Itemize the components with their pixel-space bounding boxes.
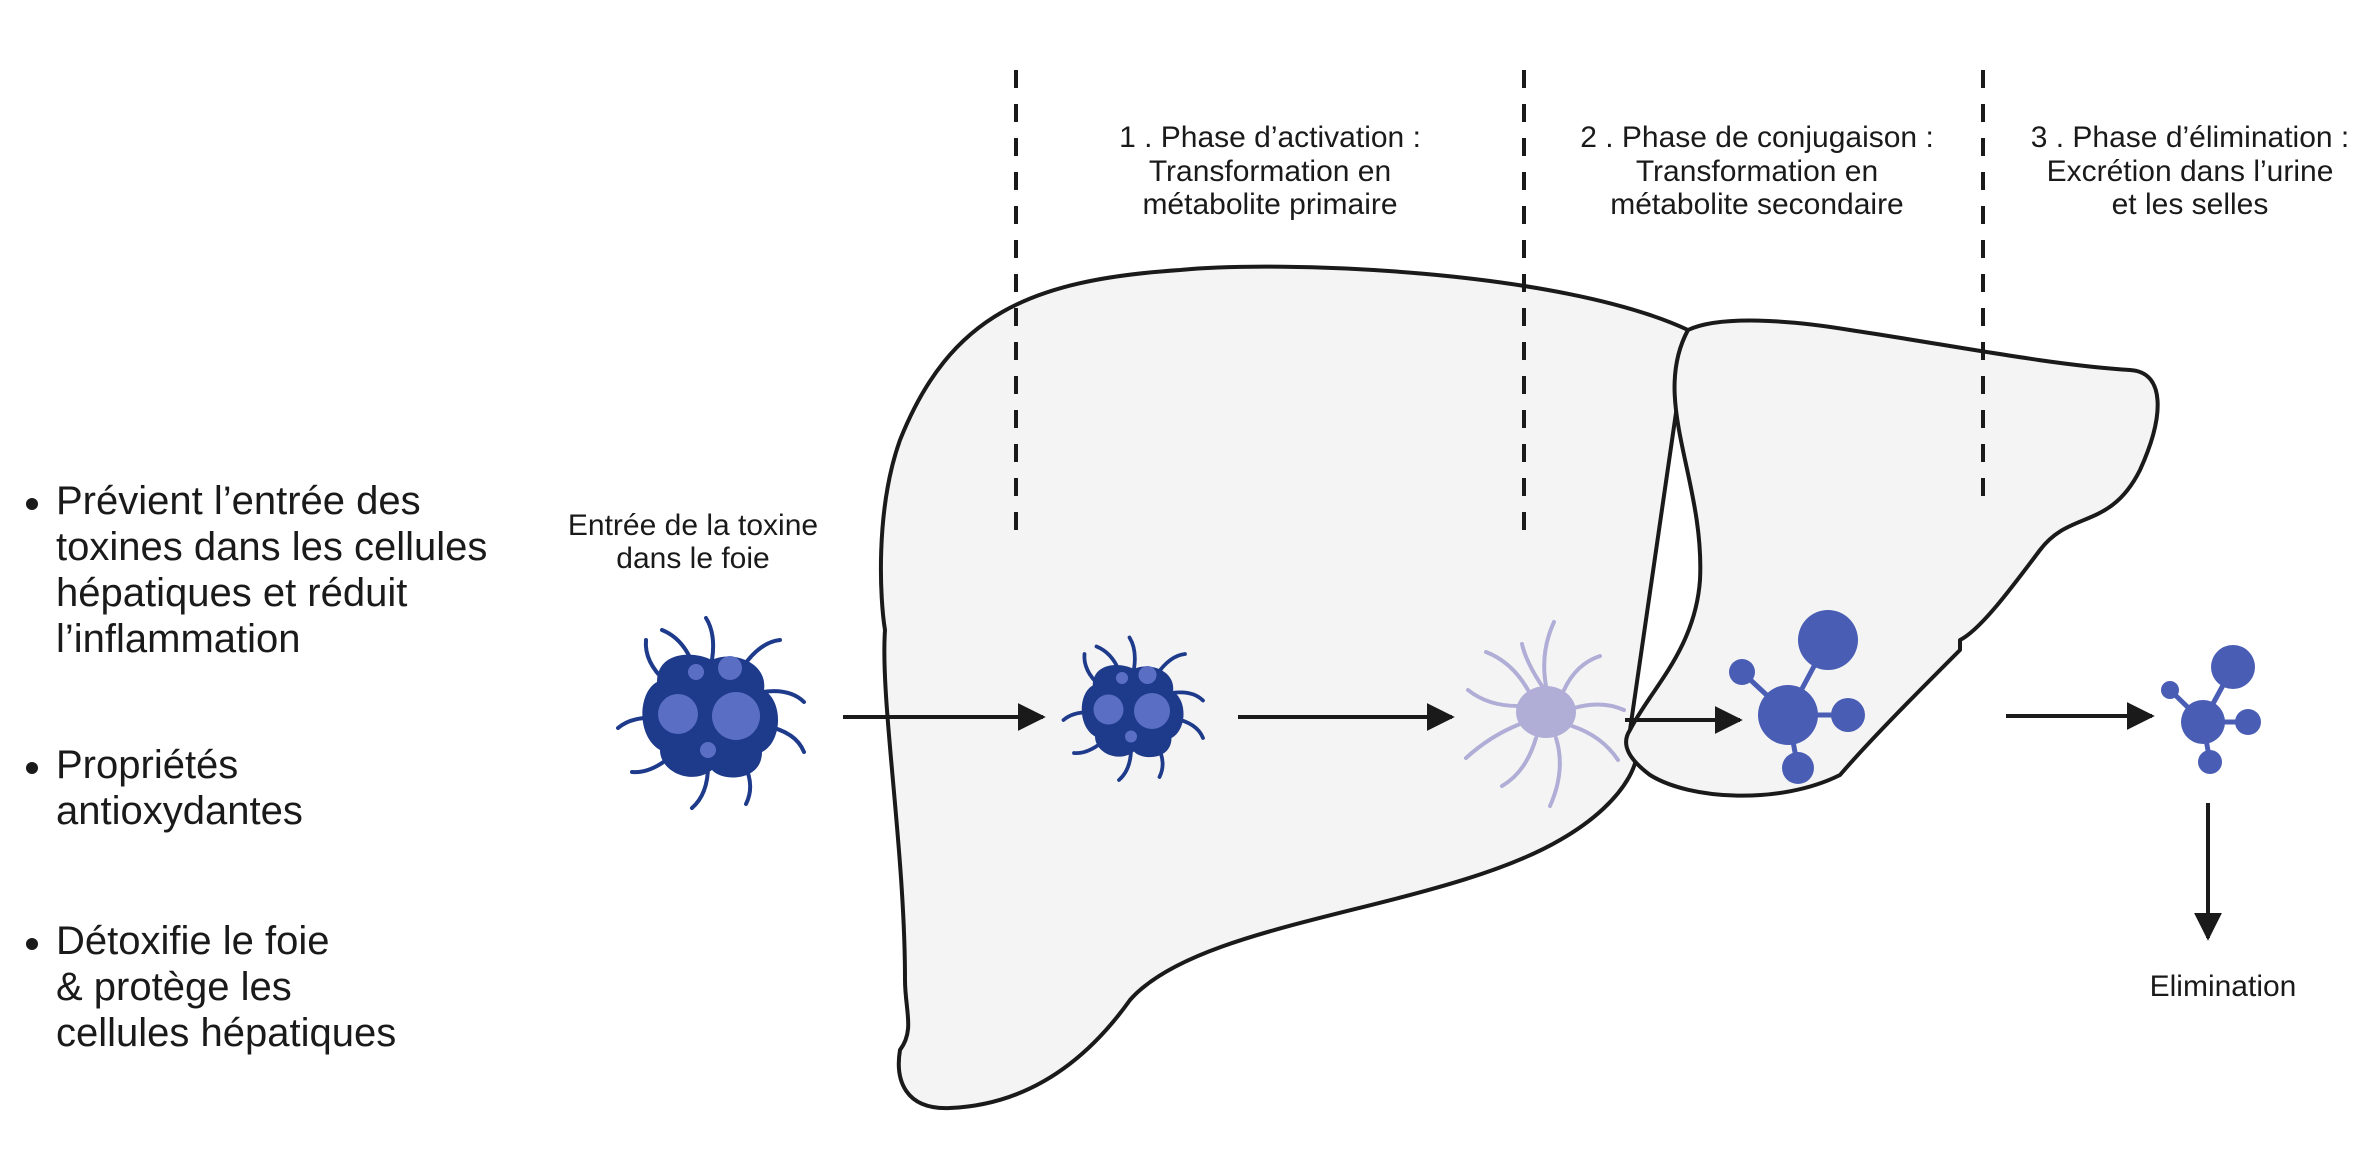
phase-3-title: 3 . Phase d’élimination : xyxy=(2031,121,2350,154)
phase-3-line-3: et les selles xyxy=(2112,188,2269,221)
benefit-item: Détoxifie le foie & protège les cellules… xyxy=(26,918,546,1056)
phase-2-line-3: métabolite secondaire xyxy=(1610,188,1904,221)
eliminated-metabolite-icon xyxy=(2161,645,2261,774)
toxin-entry-line-1: Entrée de la toxine xyxy=(568,509,818,542)
elimination-label: Elimination xyxy=(2150,970,2297,1003)
phase-3-header: 3 . Phase d’élimination : Excrétion dans… xyxy=(2031,121,2350,221)
secondary-metabolite-icon xyxy=(1729,610,1865,784)
liver-right-lobe xyxy=(1624,318,2160,798)
phase-1-header: 1 . Phase d’activation : Transformation … xyxy=(1119,121,1421,221)
phase-2-line-2: Transformation en xyxy=(1636,155,1878,188)
toxin-entry-label: Entrée de la toxine dans le foie xyxy=(568,509,818,575)
toxin-in-liver-icon xyxy=(1061,635,1205,782)
toxin-entering-icon xyxy=(616,616,806,810)
benefit-item: Prévient l’entrée des toxines dans les c… xyxy=(26,478,546,662)
phase-1-title: 1 . Phase d’activation : xyxy=(1119,121,1421,154)
phase-2-header: 2 . Phase de conjugaison : Transformatio… xyxy=(1580,121,1934,221)
phase-1-line-3: métabolite primaire xyxy=(1142,188,1397,221)
phase-3-line-2: Excrétion dans l’urine xyxy=(2047,155,2334,188)
toxin-entry-line-2: dans le foie xyxy=(616,542,769,575)
benefits-list: Prévient l’entrée des toxines dans les c… xyxy=(26,478,546,1056)
phase-1-line-2: Transformation en xyxy=(1149,155,1391,188)
liver-main-lobe xyxy=(878,264,1690,1111)
primary-metabolite-icon xyxy=(1464,620,1626,808)
phase-2-title: 2 . Phase de conjugaison : xyxy=(1580,121,1934,154)
benefit-item: Propriétés antioxydantes xyxy=(26,742,546,834)
